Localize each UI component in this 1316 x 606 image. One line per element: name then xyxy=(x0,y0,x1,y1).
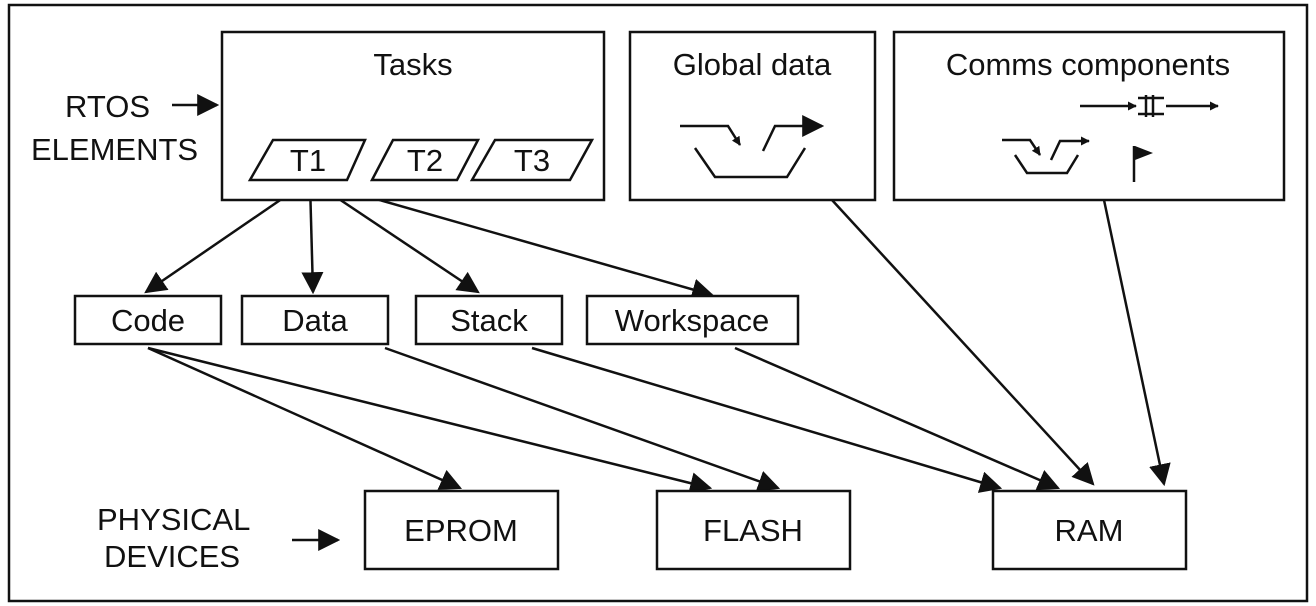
rtos-label-line1: RTOS xyxy=(65,89,150,124)
global-data-box xyxy=(628,30,877,202)
ram-box xyxy=(991,489,1188,571)
tasks-group: Tasks T1 T2 T3 xyxy=(220,30,606,202)
rtos-label-line2: ELEMENTS xyxy=(31,132,198,167)
ram-label: RAM xyxy=(1055,513,1124,548)
task-t3-label: T3 xyxy=(514,143,550,178)
workspace-label: Workspace xyxy=(615,303,770,338)
arrow-t1-to-workspace xyxy=(319,181,715,301)
data-label: Data xyxy=(282,303,348,338)
arrow-workspace-to-ram xyxy=(734,346,1061,491)
comms-flag-icon xyxy=(1132,146,1153,182)
stack-label: Stack xyxy=(450,303,528,338)
code-box xyxy=(73,294,223,346)
physical-label-line1: PHYSICAL xyxy=(97,502,250,537)
flash-label: FLASH xyxy=(703,513,803,548)
task-t3-shape xyxy=(469,138,595,182)
arrow-code-to-eprom xyxy=(147,346,463,490)
stack-box xyxy=(414,294,564,346)
comms-group: Comms components xyxy=(892,30,1286,202)
workspace-box xyxy=(585,294,800,346)
global-data-group: Global data xyxy=(628,30,877,202)
arrow-data-to-flash xyxy=(384,346,781,492)
task-t1-shape xyxy=(247,138,367,182)
code-label: Code xyxy=(111,303,185,338)
arrow-comms-to-ram xyxy=(1102,199,1171,487)
physical-devices: EPROM FLASH RAM xyxy=(363,489,1188,571)
global-data-store-icon xyxy=(680,115,825,179)
task-t2-shape xyxy=(369,138,481,182)
comms-box xyxy=(892,30,1286,202)
comms-pool-icon xyxy=(1002,136,1090,175)
data-box xyxy=(240,294,390,346)
arrow-stack-to-ram xyxy=(531,346,1003,493)
comms-channel-icon xyxy=(1080,95,1219,117)
flash-box xyxy=(655,489,852,571)
eprom-box xyxy=(363,489,560,571)
task-t1-label: T1 xyxy=(290,143,326,178)
eprom-label: EPROM xyxy=(404,513,518,548)
physical-label-line2: DEVICES xyxy=(104,539,240,574)
arrow-code-to-flash xyxy=(147,346,713,494)
comms-title: Comms components xyxy=(946,47,1230,82)
tasks-title: Tasks xyxy=(373,47,452,82)
task-parts: Code Data Stack Workspace xyxy=(73,294,800,346)
global-data-title: Global data xyxy=(673,47,832,82)
task-t2-label: T2 xyxy=(407,143,443,178)
arrow-globaldata-to-ram xyxy=(831,199,1095,486)
